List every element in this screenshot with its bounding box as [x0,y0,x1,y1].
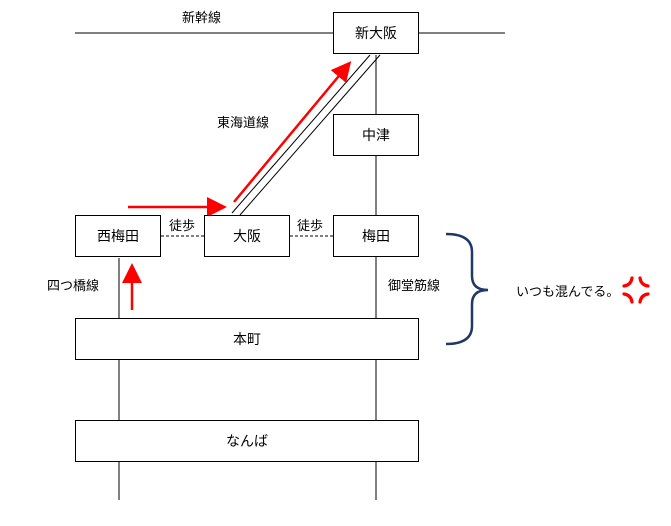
station-umeda: 梅田 [333,215,419,257]
walk-label-2: 徒歩 [297,219,324,234]
station-label: 西梅田 [97,229,139,245]
station-nakatsu: 中津 [333,114,419,156]
station-label: なんば [226,434,268,450]
yotsubashi-label: 四つ橋線 [47,279,100,294]
station-hommachi: 本町 [75,318,419,360]
station-osaka: 大阪 [204,215,290,257]
station-label: 梅田 [362,229,390,245]
shinkansen-label: 新幹線 [180,11,224,26]
right-brace [445,232,489,346]
midosuji-label: 御堂筋線 [388,279,441,294]
station-label: 中津 [362,128,390,144]
walk-label-1: 徒歩 [169,219,196,234]
station-shin-osaka: 新大阪 [333,12,419,54]
tokaido-label: 東海道線 [217,116,270,131]
crowded-note: いつも混んでる。 [516,285,620,300]
anger-mark-icon [622,276,650,304]
station-nishi-umeda: 西梅田 [75,215,161,257]
station-label: 新大阪 [355,26,397,42]
station-label: 大阪 [233,229,261,245]
route-arrow-diagonal [233,61,352,203]
tokaido-line-b [239,54,381,216]
station-label: 本町 [233,332,261,348]
station-namba: なんば [75,420,419,462]
